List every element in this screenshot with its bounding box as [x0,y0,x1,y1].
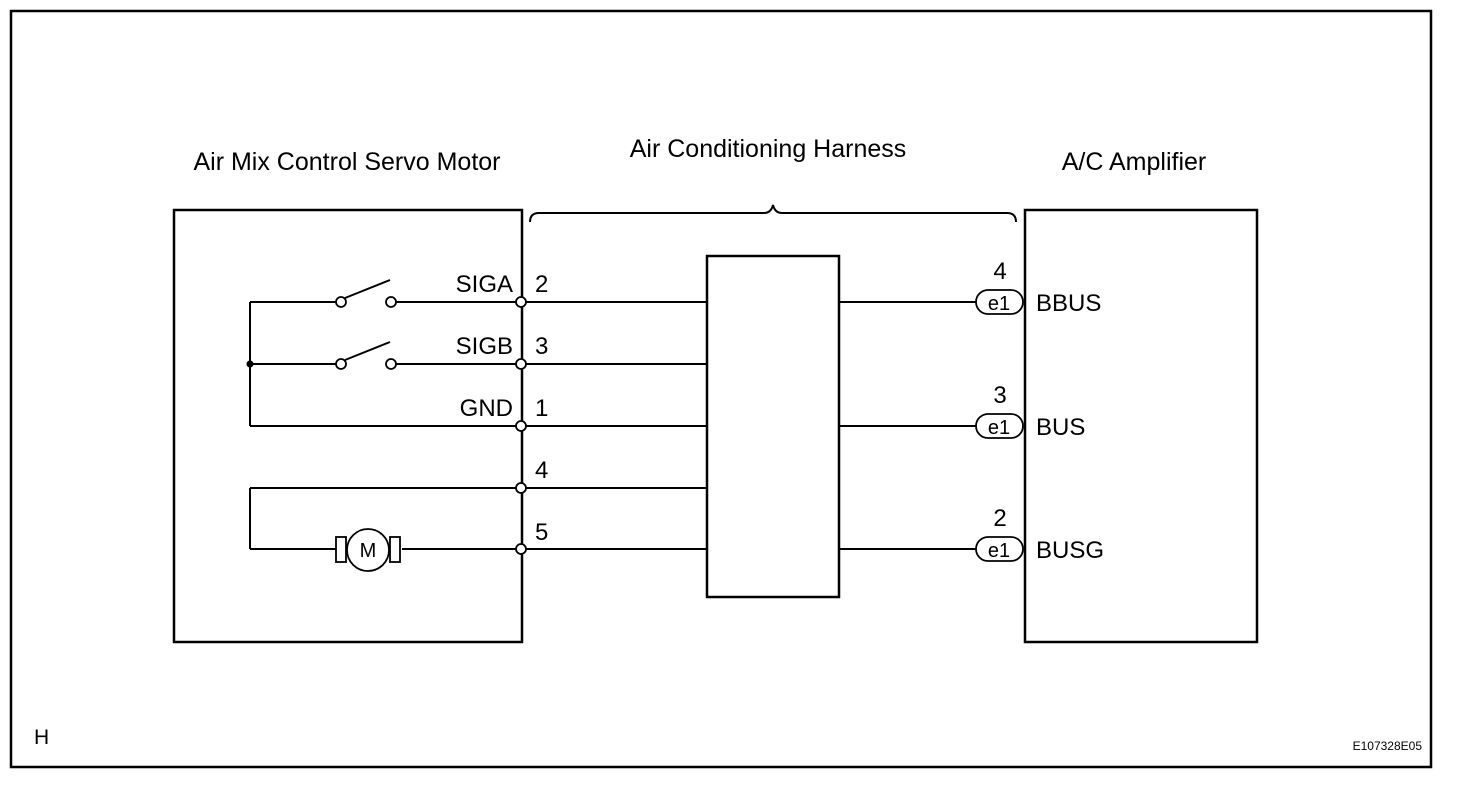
servo-signal-gnd: GND [460,395,513,422]
connector-label-busg: e1 [988,540,1010,562]
amplifier-box [1023,208,1259,644]
servo-signal-sigb: SIGB [456,333,513,360]
servo-pin-5: 5 [535,519,548,546]
amplifier-signal-bus: BUS [1036,414,1085,441]
switch-circuit [246,279,516,427]
servo-motor-title: Air Mix Control Servo Motor [193,148,500,176]
amplifier-pin-4: 4 [993,258,1006,285]
motor-symbol [346,528,390,572]
amplifier-connectors [975,289,1024,562]
motor-circuit [249,487,516,572]
amplifier-title: A/C Amplifier [1062,148,1206,176]
motor-label: M [360,540,377,562]
outer-frame [9,9,1433,769]
amplifier-signal-bbus: BBUS [1036,290,1101,317]
harness-output-wires [839,301,976,550]
connector-e1-bbus [975,289,1024,315]
amplifier-pin-2: 2 [993,505,1006,532]
figure-code: E107328E05 [1353,739,1423,753]
harness-input-wires [526,301,707,550]
servo-pin-4: 4 [535,457,548,484]
servo-pin-1: 1 [535,395,548,422]
harness-title: Air Conditioning Harness [630,135,907,163]
connector-e1-busg [975,536,1024,562]
servo-pin-2: 2 [535,271,548,298]
amplifier-signal-busg: BUSG [1036,537,1104,564]
harness-brace [529,204,1017,223]
servo-signal-siga: SIGA [456,271,513,298]
harness-box [705,254,841,599]
connector-label-bbus: e1 [988,293,1010,315]
corner-label: H [34,726,49,749]
amplifier-pin-3: 3 [993,382,1006,409]
connector-label-bus: e1 [988,417,1010,439]
servo-pin-3: 3 [535,333,548,360]
connector-e1-bus [975,413,1024,439]
junction-dot [246,360,254,368]
